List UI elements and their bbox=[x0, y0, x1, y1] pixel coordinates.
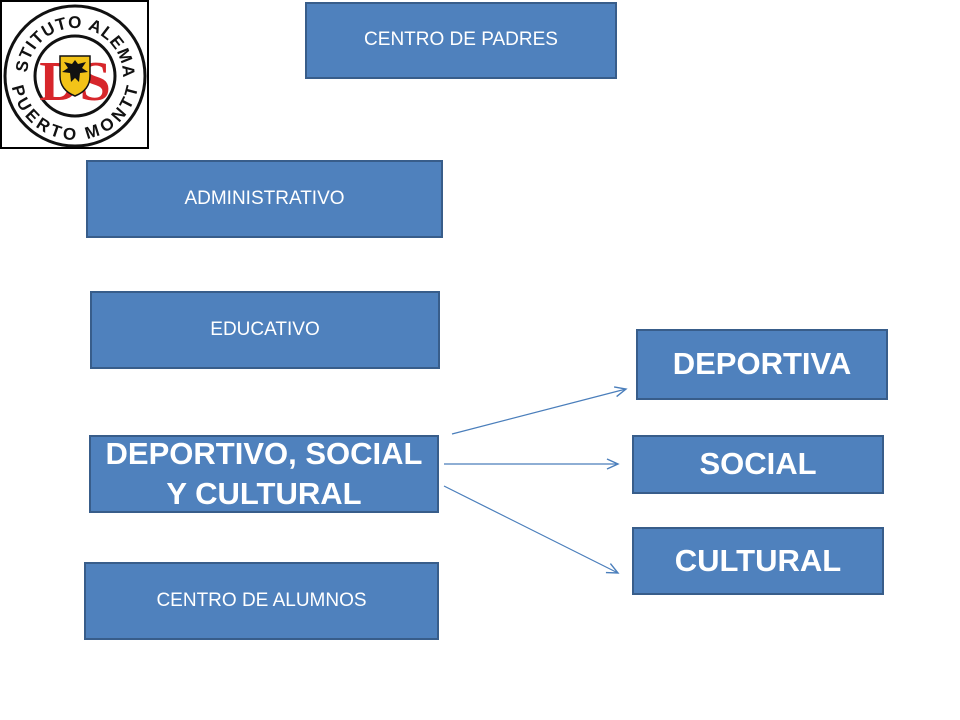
node-label: ADMINISTRATIVO bbox=[184, 187, 345, 209]
node-deportivo-social-cultural: DEPORTIVO, SOCIAL Y CULTURAL bbox=[89, 435, 439, 513]
node-centro-de-padres: CENTRO DE PADRES bbox=[305, 2, 617, 79]
school-logo: INSTITUTO ALEMAN PUERTO MONTT DS bbox=[0, 0, 149, 149]
arrow-to-deportiva bbox=[451, 386, 628, 435]
eagle-shield-icon bbox=[59, 55, 91, 97]
node-administrativo: ADMINISTRATIVO bbox=[86, 160, 443, 238]
node-label-line1: DEPORTIVO, SOCIAL bbox=[105, 435, 423, 471]
node-label: CULTURAL bbox=[674, 542, 842, 578]
node-deportiva: DEPORTIVA bbox=[636, 329, 888, 400]
node-centro-de-alumnos: CENTRO DE ALUMNOS bbox=[84, 562, 439, 640]
node-cultural: CULTURAL bbox=[632, 527, 884, 595]
node-label: DEPORTIVA bbox=[672, 346, 852, 382]
arrow-to-cultural bbox=[443, 485, 620, 574]
node-label: SOCIAL bbox=[699, 446, 817, 482]
node-label: CENTRO DE ALUMNOS bbox=[156, 589, 367, 611]
node-label-line2: Y CULTURAL bbox=[166, 476, 362, 511]
node-label: EDUCATIVO bbox=[210, 318, 320, 340]
node-label: CENTRO DE PADRES bbox=[364, 29, 558, 51]
node-social: SOCIAL bbox=[632, 435, 884, 494]
node-educativo: EDUCATIVO bbox=[90, 291, 440, 369]
school-seal-icon: INSTITUTO ALEMAN PUERTO MONTT DS bbox=[0, 0, 147, 148]
